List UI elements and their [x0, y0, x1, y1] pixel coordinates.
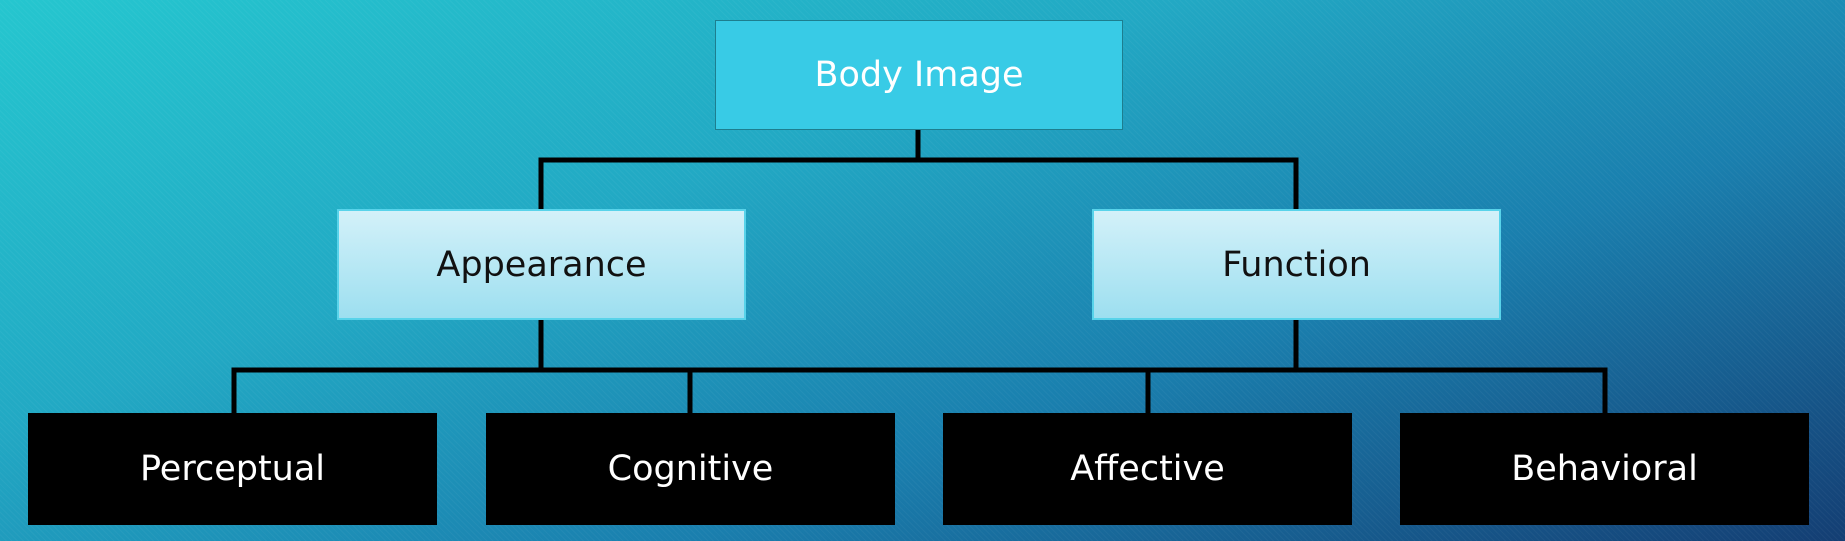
node-appearance: Appearance — [337, 209, 746, 320]
node-perceptual: Perceptual — [28, 413, 437, 525]
node-behavioral: Behavioral — [1400, 413, 1809, 525]
node-function: Function — [1092, 209, 1501, 320]
node-affective: Affective — [943, 413, 1352, 525]
node-cognitive: Cognitive — [486, 413, 895, 525]
node-body-image: Body Image — [715, 20, 1123, 130]
